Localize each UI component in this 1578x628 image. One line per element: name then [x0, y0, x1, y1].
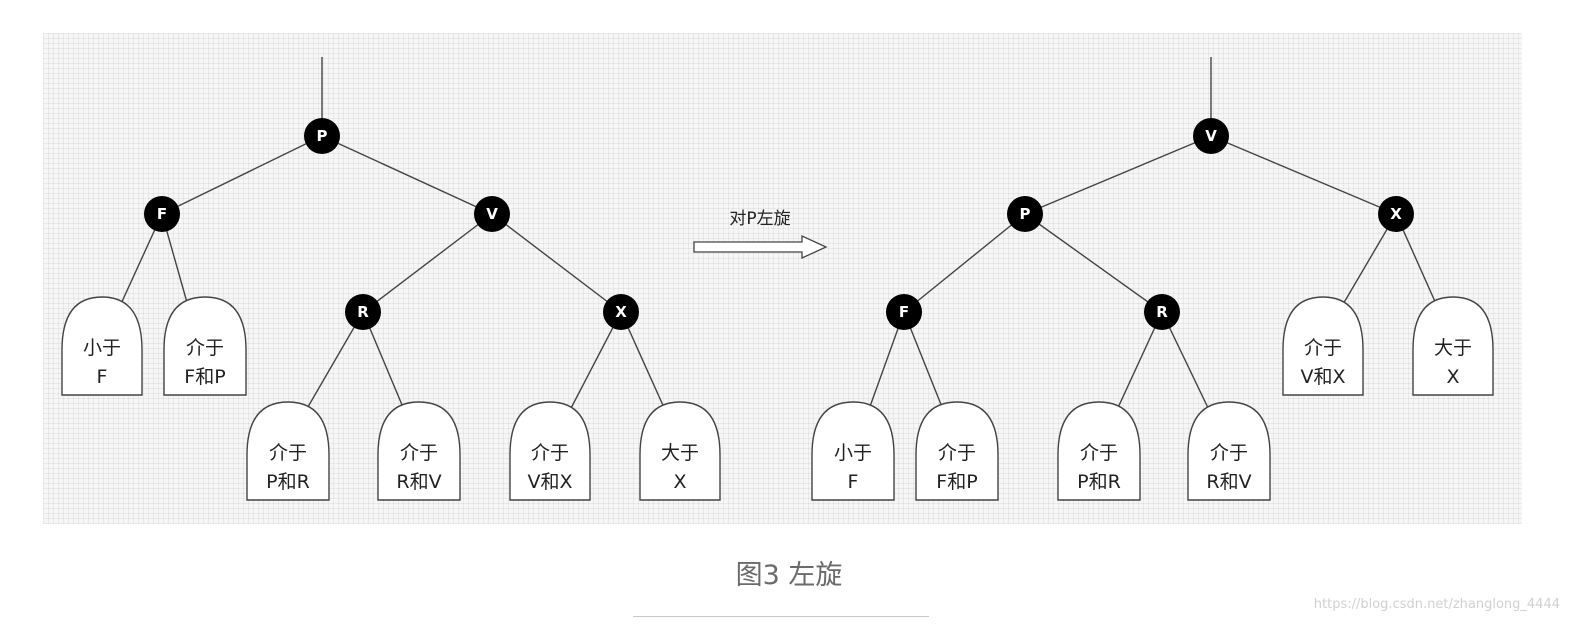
node-label: X — [615, 303, 627, 321]
node-label: F — [157, 205, 167, 223]
subtree-leaf: 小于 F — [61, 296, 143, 396]
right-arrow-icon — [693, 234, 828, 260]
node-label: F — [899, 303, 909, 321]
node-X: X — [1378, 196, 1414, 232]
edge — [304, 311, 364, 413]
edge — [1161, 311, 1211, 413]
edge — [161, 135, 323, 215]
node-P: P — [1007, 196, 1043, 232]
leaf-label-line2: X — [1446, 366, 1459, 388]
edge — [903, 213, 1026, 313]
subtree-leaf: 介于 V和X — [1282, 296, 1364, 396]
subtree-leaf: 大于 X — [639, 401, 721, 501]
edge — [362, 213, 493, 313]
node-V: V — [474, 196, 510, 232]
leaf-label-line2: F — [848, 471, 859, 493]
subtree-leaf: 介于 V和X — [509, 401, 591, 501]
leaf-label-line1: 小于 — [83, 337, 121, 359]
caption-divider — [633, 616, 929, 617]
leaf-label-line2: P和R — [1077, 471, 1121, 493]
leaf-label-line2: X — [673, 471, 686, 493]
edge — [1024, 213, 1163, 313]
leaf-label-line1: 介于 — [186, 337, 224, 359]
edge — [362, 311, 406, 413]
node-V: V — [1193, 118, 1229, 154]
watermark: https://blog.csdn.net/zhanglong_4444 — [1313, 597, 1560, 612]
leaf-label-line2: V和X — [527, 471, 572, 493]
node-label: V — [486, 205, 498, 223]
leaf-label-line2: P和R — [266, 471, 310, 493]
subtree-leaf: 大于 X — [1412, 296, 1494, 396]
node-R: R — [345, 294, 381, 330]
edge — [1024, 135, 1212, 215]
node-F: F — [886, 294, 922, 330]
leaf-label-line2: R和V — [396, 471, 441, 493]
node-label: P — [317, 127, 328, 145]
edge — [1115, 311, 1163, 413]
node-label: P — [1020, 205, 1031, 223]
leaf-label-line1: 大于 — [661, 442, 699, 464]
edge — [321, 135, 493, 215]
subtree-leaf: 介于 P和R — [246, 401, 330, 501]
subtree-leaf: 介于 F和P — [163, 296, 247, 396]
node-F: F — [144, 196, 180, 232]
edge — [491, 213, 622, 313]
node-P: P — [304, 118, 340, 154]
leaf-label-line1: 介于 — [1210, 442, 1248, 464]
edge — [1210, 135, 1397, 215]
node-label: R — [1156, 303, 1168, 321]
leaf-label-line1: 介于 — [938, 442, 976, 464]
edge — [568, 311, 622, 413]
edge — [620, 311, 667, 413]
node-label: X — [1390, 205, 1402, 223]
leaf-label-line1: 介于 — [531, 442, 569, 464]
leaf-label-line2: V和X — [1300, 366, 1345, 388]
leaf-label-line1: 大于 — [1434, 337, 1472, 359]
leaf-label-line2: F和P — [184, 366, 225, 388]
leaf-label-line1: 介于 — [269, 442, 307, 464]
leaf-label-line1: 介于 — [1304, 337, 1342, 359]
subtree-leaf: 介于 P和R — [1057, 401, 1141, 501]
leaf-label-line1: 小于 — [834, 442, 872, 464]
leaf-label-line2: F和P — [936, 471, 977, 493]
leaf-label-line2: F — [97, 366, 108, 388]
subtree-leaf: 介于 R和V — [1187, 401, 1271, 501]
leaf-label-line1: 介于 — [400, 442, 438, 464]
node-label: V — [1205, 127, 1217, 145]
node-label: R — [357, 303, 369, 321]
subtree-leaf: 小于 F — [811, 401, 895, 501]
node-R: R — [1144, 294, 1180, 330]
node-X: X — [603, 294, 639, 330]
subtree-leaf: 介于 F和P — [915, 401, 999, 501]
subtree-leaf: 介于 R和V — [377, 401, 461, 501]
operation-label: 对P左旋 — [729, 209, 790, 229]
figure-caption: 图3 左旋 — [735, 560, 843, 591]
leaf-label-line1: 介于 — [1080, 442, 1118, 464]
leaf-label-line2: R和V — [1206, 471, 1251, 493]
